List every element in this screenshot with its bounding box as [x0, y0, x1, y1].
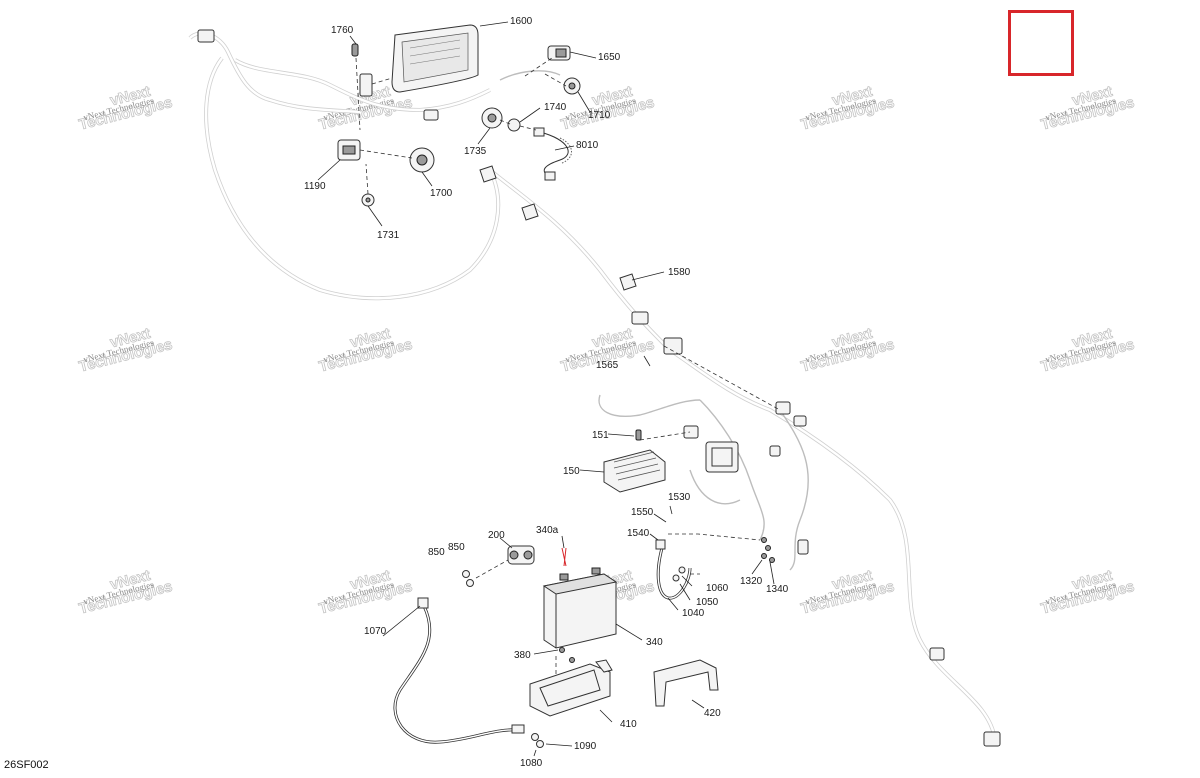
- cable-1070-shape: [393, 597, 525, 744]
- regulator-shape: [603, 449, 666, 493]
- part-number-1530: 1530: [668, 492, 691, 503]
- part-number-850: 850: [448, 542, 465, 553]
- part-number-1565: 1565: [596, 360, 619, 371]
- part-number-420: 420: [704, 708, 721, 719]
- wire-harness: [188, 31, 997, 741]
- part-number-380: 380: [514, 650, 531, 661]
- connector-1710-shape: [563, 77, 581, 95]
- part-labels: 1600 1760 1650 1740 1710 1735 8010 1190 1700 1731…: [304, 16, 789, 769]
- part-number-1700: 1700: [430, 188, 453, 199]
- part-number-1580: 1580: [668, 267, 691, 278]
- cable-8010-shape: [533, 127, 572, 181]
- part-number-1340: 1340: [766, 584, 789, 595]
- part-number-1731: 1731: [377, 230, 400, 241]
- diagram-code: 26SF002: [4, 759, 49, 771]
- part-number-1710: 1710: [588, 110, 611, 121]
- part-number-200: 200: [488, 530, 505, 541]
- part-number-1320: 1320: [740, 576, 763, 587]
- part-number-1550: 1550: [631, 507, 654, 518]
- part-number-1070: 1070: [364, 626, 387, 637]
- solenoid-shape: [507, 545, 535, 565]
- nut-shape: [361, 193, 375, 207]
- part-number-1090: 1090: [574, 741, 597, 752]
- screw-group-shape: [761, 537, 775, 563]
- part-number-1040: 1040: [682, 608, 705, 619]
- nut-850-shapes: [462, 570, 474, 587]
- battery-tray-shape: [529, 659, 613, 717]
- part-shapes: [197, 24, 1001, 748]
- connector-shape: [337, 139, 361, 161]
- part-number-1540: 1540: [627, 528, 650, 539]
- part-number-8010: 8010: [576, 140, 599, 151]
- part-number-1740: 1740: [544, 102, 567, 113]
- part-number-1735: 1735: [464, 146, 487, 157]
- part-number-1080: 1080: [520, 758, 543, 769]
- screw-shape: [351, 43, 359, 57]
- part-number-151: 151: [592, 430, 609, 441]
- highlight-marker: [1008, 10, 1074, 76]
- battery-shape: [542, 567, 618, 649]
- part-number-1650: 1650: [598, 52, 621, 63]
- leader-lines: [317, 21, 775, 757]
- strap-shape: [653, 659, 719, 707]
- part-number-340a: 340a: [536, 525, 559, 536]
- part-number-1760: 1760: [331, 25, 354, 36]
- connector-1650-shape: [547, 45, 571, 61]
- socket-shape: [409, 147, 435, 173]
- junction-box-shape: [705, 441, 739, 473]
- ring-shape: [507, 118, 521, 132]
- part-number-1050: 1050: [696, 597, 719, 608]
- part-number-1600: 1600: [510, 16, 533, 27]
- part-number-850: 850: [428, 547, 445, 558]
- screw-151-shape: [635, 429, 642, 441]
- cable-1040-shape: [655, 539, 692, 600]
- assembly-lines: [355, 57, 781, 676]
- terminal-shape: [561, 547, 567, 567]
- relay-shape: [663, 337, 683, 355]
- nut-1090-shapes: [531, 733, 544, 748]
- part-number-1060: 1060: [706, 583, 729, 594]
- screw-380-shapes: [559, 647, 575, 663]
- part-number-1190: 1190: [304, 181, 326, 192]
- instrument-cluster-shape: [391, 24, 479, 93]
- end-connector-shapes: [197, 29, 1001, 747]
- clip-shapes: [479, 165, 637, 291]
- part-number-340: 340: [646, 637, 663, 648]
- part-number-410: 410: [620, 719, 637, 730]
- bulb-holder-shape: [481, 107, 503, 129]
- part-number-150: 150: [563, 466, 580, 477]
